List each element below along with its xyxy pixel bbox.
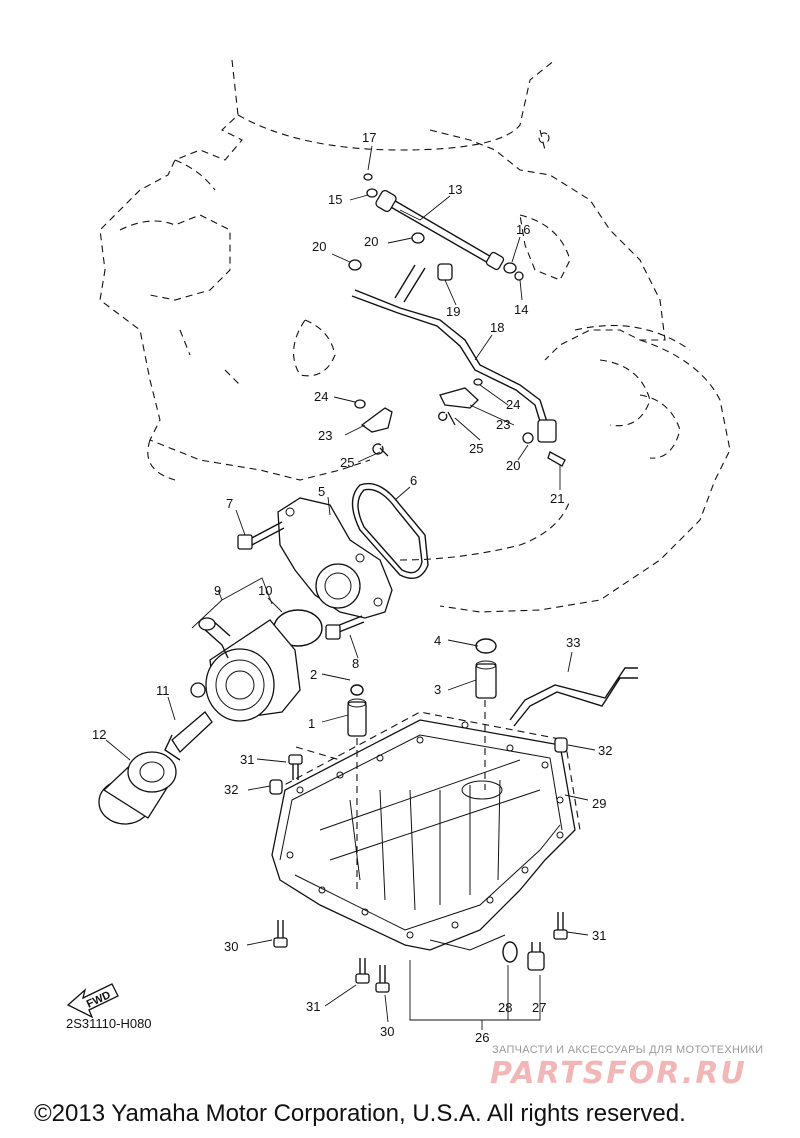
o-ring-2 — [350, 684, 364, 696]
callout-16: 16 — [516, 222, 530, 237]
callout-27: 27 — [532, 1000, 546, 1015]
callout-17: 17 — [362, 130, 376, 145]
callout-3: 3 — [434, 682, 441, 697]
small-fittings — [348, 173, 566, 467]
engine-phantom-outline — [99, 59, 731, 613]
fwd-arrow-icon: FWD — [66, 983, 119, 1019]
bolt-8 — [325, 615, 365, 640]
callout-5: 5 — [318, 484, 325, 499]
callout-24a: 24 — [314, 389, 328, 404]
callout-7: 7 — [226, 496, 233, 511]
callout-1: 1 — [308, 716, 315, 731]
pan-bolt-holes — [286, 721, 564, 939]
watermark-brand-logo: PARTSFOR.RU — [490, 1056, 747, 1091]
callout-18: 18 — [490, 320, 504, 335]
callout-21: 20 — [506, 458, 520, 473]
callout-25b: 25 — [469, 441, 483, 456]
bolt-7 — [237, 521, 285, 550]
callout-23b: 23 — [496, 417, 510, 432]
callout-20a: 20 — [364, 234, 378, 249]
watermark-tagline: ЗАПЧАСТИ И АКСЕССУАРЫ ДЛЯ МОТОТЕХНИКИ — [492, 1044, 764, 1056]
oil-pipe-13 — [375, 190, 505, 271]
callout-9: 9 — [214, 583, 221, 598]
fwd-label: FWD — [85, 989, 113, 1010]
gasket-6 — [351, 482, 429, 579]
callout-19: 19 — [446, 304, 460, 319]
callout-12: 12 — [92, 727, 106, 742]
breather-pipe-33 — [509, 667, 638, 727]
callout-33: 33 — [566, 635, 580, 650]
callout-4: 4 — [434, 633, 441, 648]
callout-23a: 23 — [318, 428, 332, 443]
pan-bolts — [273, 754, 568, 993]
callout-15: 15 — [328, 192, 342, 207]
callout-26: 26 — [475, 1030, 489, 1045]
callout-31a: 31 — [240, 752, 254, 767]
union-bolt-11 — [164, 711, 213, 761]
part-1-tube — [347, 698, 367, 737]
callout-29: 29 — [592, 796, 606, 811]
callout-28: 28 — [498, 1000, 512, 1015]
callout-24b: 24 — [506, 397, 520, 412]
callout-20b: 20 — [312, 239, 326, 254]
callout-32b: 32 — [224, 782, 238, 797]
callout-6: 6 — [410, 473, 417, 488]
drawing-code: 2S31110-H080 — [66, 1016, 152, 1031]
pump-housing-5 — [277, 497, 393, 619]
callout-numbers: 17 15 13 20 20 16 14 19 18 24 24 23 23 2… — [92, 130, 612, 1045]
callout-30b: 30 — [380, 1024, 394, 1039]
leader-lines — [105, 145, 596, 1030]
drain-washer-28 — [502, 941, 518, 963]
oil-pipe-18 — [351, 264, 557, 443]
o-ring-4 — [475, 638, 497, 654]
drain-bolt-27 — [527, 942, 545, 971]
callout-2: 2 — [310, 667, 317, 682]
callout-13: 13 — [448, 182, 462, 197]
part-3-sleeve — [475, 660, 497, 699]
oil-pan-26 — [271, 719, 576, 951]
callout-25a: 25 — [340, 455, 354, 470]
oil-filter-12 — [98, 751, 177, 825]
callout-11: 11 — [156, 683, 170, 698]
callout-14: 14 — [514, 302, 528, 317]
callout-22: 21 — [550, 491, 564, 506]
dowel-pins-32 — [269, 737, 568, 795]
callout-32a: 32 — [598, 743, 612, 758]
callout-31c: 31 — [306, 999, 320, 1014]
copyright-notice: ©2013 Yamaha Motor Corporation, U.S.A. A… — [34, 1100, 686, 1127]
callout-31b: 31 — [592, 928, 606, 943]
callout-8: 8 — [352, 656, 359, 671]
callout-30a: 30 — [224, 939, 238, 954]
oil-cooler-9 — [190, 617, 301, 722]
callout-10: 10 — [258, 583, 272, 598]
